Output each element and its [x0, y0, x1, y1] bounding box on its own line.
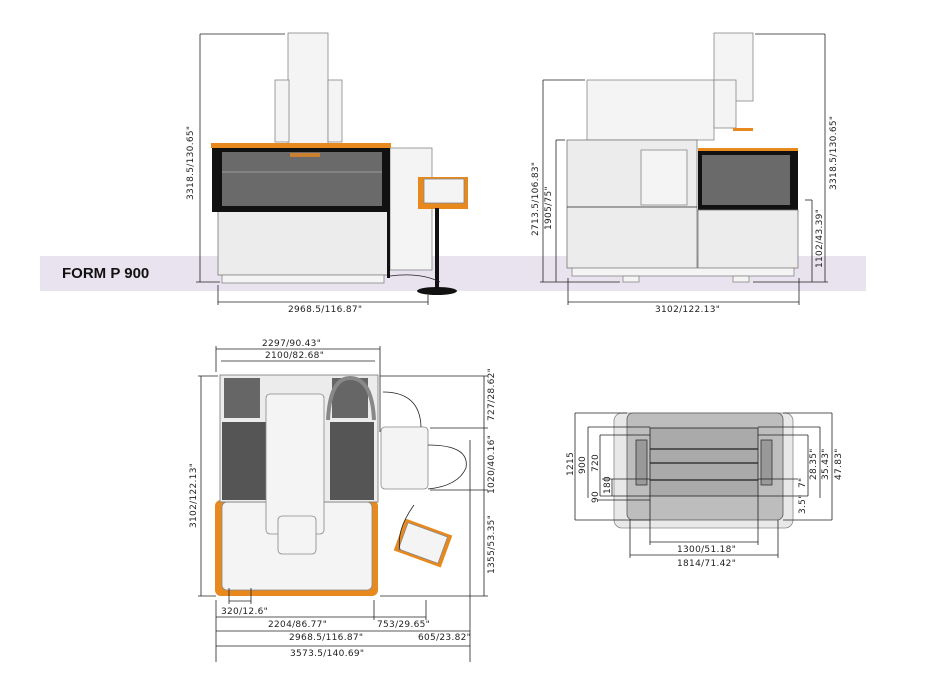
side-view: 2713.5/106.83" 1905/75" 3318.5/130.65" 1… — [531, 32, 839, 315]
table-right-dim-2: 28.35" — [809, 448, 819, 480]
table-right-dim-1: 35.43" — [821, 448, 831, 480]
top-depth-label: 3102/122.13" — [189, 463, 199, 528]
front-width-label: 2968.5/116.87" — [288, 305, 362, 315]
table-left-dim-0: 1215 — [566, 452, 576, 476]
front-view: 3318.5/130.65" 2968.5/116.87" — [186, 32, 468, 315]
top-pendant-offset-label: 753/29.65" — [377, 620, 430, 630]
top-outer-width-label: 2297/90.43" — [262, 339, 321, 349]
top-right-bottom-label: 1355/53.35" — [487, 515, 497, 574]
top-base-width-label: 2204/86.77" — [268, 620, 327, 630]
table-inner-width-label: 1300/51.18" — [677, 545, 736, 555]
side-cabinet-height-label: 2713.5/106.83" — [531, 162, 541, 236]
side-width-label: 3102/122.13" — [655, 305, 720, 315]
side-table-height-label: 1905/75" — [544, 186, 554, 230]
table-left-dim-1: 900 — [578, 456, 588, 474]
front-height-label: 3318.5/130.65" — [186, 126, 196, 200]
table-right-dim-3: 7" — [798, 478, 808, 488]
table-left-dim-4: 90 — [591, 491, 601, 503]
side-height-label: 3318.5/130.65" — [829, 116, 839, 190]
table-right-dim-4: 3.5" — [798, 494, 808, 514]
top-offset-label: 320/12.6" — [221, 607, 268, 617]
top-overall-width-label: 2968.5/116.87" — [289, 633, 363, 643]
top-right-top-label: 727/28.62" — [487, 368, 497, 421]
top-pendant-extra-label: 605/23.82" — [418, 633, 471, 643]
table-view: 1215 900 720 180 90 47.83" 35.43" 28.35"… — [566, 412, 844, 569]
table-left-dim-3: 180 — [603, 476, 613, 494]
table-outer-width-label: 1814/71.42" — [677, 559, 736, 569]
top-right-mid-label: 1020/40.16" — [487, 435, 497, 494]
model-title: FORM P 900 — [62, 265, 149, 282]
side-tank-height-label: 1102/43.39" — [815, 209, 825, 268]
top-inner-width-label: 2100/82.68" — [265, 351, 324, 361]
top-view: 2297/90.43" 2100/82.68" 3102/122.13" 727… — [189, 339, 497, 662]
table-right-dim-0: 47.83" — [834, 448, 844, 480]
top-total-width-label: 3573.5/140.69" — [290, 649, 364, 659]
table-left-dim-2: 720 — [591, 454, 601, 472]
